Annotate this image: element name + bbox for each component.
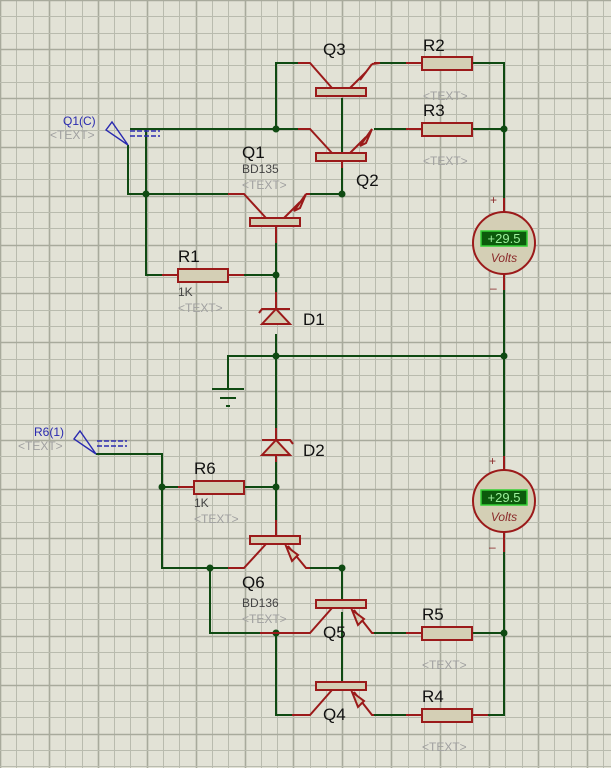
resistor-r1[interactable]: R1 1K <TEXT> [162,247,244,315]
resistor-ref: R6 [194,459,216,478]
wire [227,355,504,388]
junction-dot [338,190,346,198]
junction-dot [206,564,214,572]
probe-q1c[interactable]: Q1(C) <TEXT> [50,114,160,146]
transistor-ref: Q5 [323,623,346,642]
probe-text-placeholder: <TEXT> [50,128,95,142]
plus-terminal-label: + [489,454,496,468]
junction-dot [500,629,508,637]
junction-dot [158,483,166,491]
plus-terminal-label: + [490,193,497,207]
probe-arrow-icon [105,120,129,146]
voltmeter-unit: Volts [491,251,517,265]
zener-diode-d1[interactable]: D1 [258,292,325,329]
minus-terminal-label: – [490,281,497,295]
resistor-ref: R2 [423,36,445,55]
voltmeter-unit: Volts [491,510,517,524]
transistor-q6[interactable]: Q6 BD136 <TEXT> [228,520,310,626]
text-placeholder: <TEXT> [422,658,467,672]
transistor-q3[interactable]: Q3 [298,40,381,97]
probe-r6[interactable]: R6(1) <TEXT> [18,425,127,455]
diode-ref: D1 [303,310,325,329]
diode-ref: D2 [303,441,325,460]
ground-icon [212,388,244,407]
text-placeholder: <TEXT> [242,178,287,192]
voltmeter-top[interactable]: +29.5 Volts + – [472,193,536,295]
transistor-model: BD136 [242,596,279,610]
transistor-model: BD135 [242,162,279,176]
wire [96,453,228,569]
voltmeter-reading: +29.5 [488,490,521,505]
wire [275,62,298,129]
probe-label: R6(1) [34,425,64,439]
junction-dot [272,271,280,279]
probe-label: Q1(C) [63,114,96,128]
voltmeter-bottom[interactable]: +29.5 Volts + – [472,454,536,554]
probe-text-placeholder: <TEXT> [18,439,63,453]
resistor-ref: R1 [178,247,200,266]
transistor-q5[interactable]: Q5 [260,599,374,642]
probe-bus-icon [97,440,127,447]
junction-dot [500,125,508,133]
junction-dot [338,564,346,572]
resistor-ref: R5 [422,605,444,624]
probe-arrow-icon [73,429,97,455]
transistor-q4[interactable]: Q4 [292,681,374,724]
wire [209,568,260,634]
resistor-ref: R3 [423,101,445,120]
text-placeholder: <TEXT> [178,301,223,315]
transistor-ref: Q6 [242,573,265,592]
wire [472,62,505,210]
text-placeholder: <TEXT> [242,612,287,626]
wire [127,145,228,195]
text-placeholder: <TEXT> [422,740,467,754]
minus-terminal-label: – [489,540,496,554]
zener-diode-d2[interactable]: D2 [259,428,325,462]
resistor-value: 1K [194,496,209,510]
transistor-q2[interactable]: Q2 [298,128,379,190]
text-placeholder: <TEXT> [423,154,468,168]
resistor-value: 1K [178,285,193,299]
transistor-ref: Q2 [356,171,379,190]
resistor-r3[interactable]: R3 <TEXT> [406,101,473,168]
junction-dot [272,352,280,360]
resistor-r2[interactable]: R2 <TEXT> [406,36,473,103]
resistor-r5[interactable]: R5 <TEXT> [406,605,473,672]
resistor-ref: R4 [422,687,444,706]
transistor-ref: Q4 [323,705,346,724]
junction-dot [142,190,150,198]
junction-dot [500,352,508,360]
transistor-ref: Q1 [242,143,265,162]
text-placeholder: <TEXT> [194,512,239,526]
transistor-q1[interactable]: Q1 BD135 <TEXT> [228,143,310,243]
wire [145,129,170,276]
junction-dot [272,125,280,133]
probe-bus-icon [130,130,160,137]
junction-dot [272,483,280,491]
text-placeholder: <TEXT> [423,89,468,103]
transistor-ref: Q3 [323,40,346,59]
voltmeter-reading: +29.5 [488,231,521,246]
resistor-r4[interactable]: R4 <TEXT> [406,687,488,754]
resistor-r6[interactable]: R6 1K <TEXT> [178,459,245,526]
wire [275,633,292,716]
